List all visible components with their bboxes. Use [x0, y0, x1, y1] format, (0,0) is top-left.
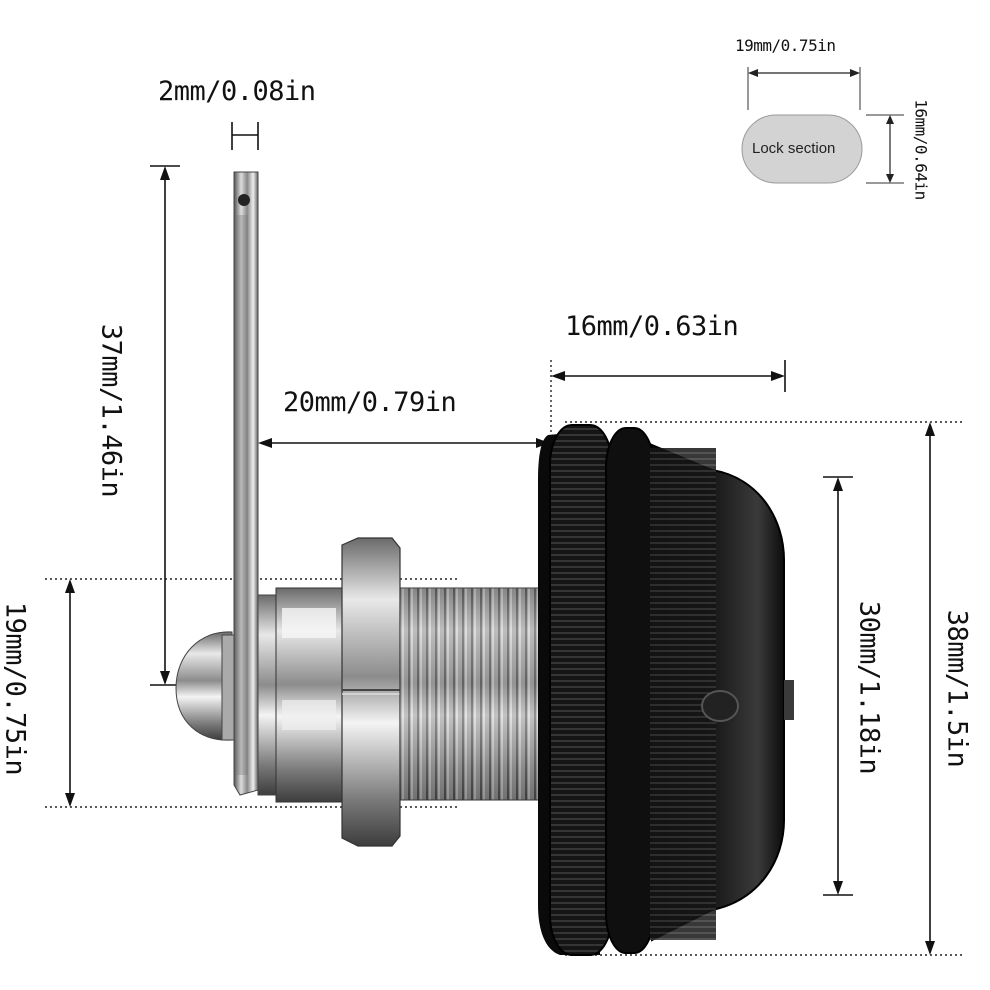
arrowhead — [160, 671, 170, 685]
arrowhead — [258, 438, 272, 448]
key-hole — [701, 690, 739, 722]
arrowhead — [65, 579, 75, 593]
head-knurl-ring-3 — [650, 448, 716, 940]
arrowhead — [160, 166, 170, 180]
cam-plate — [233, 171, 259, 796]
lock-section-height-label: 16mm/0.64in — [911, 99, 931, 200]
dimension-arrows — [65, 122, 935, 955]
plate-length-label: 37mm/1.46in — [95, 323, 127, 498]
head-depth-label: 16mm/0.63in — [565, 311, 739, 342]
head-knurl-ring-2 — [605, 427, 655, 954]
arrowhead — [850, 69, 860, 77]
arrowhead — [833, 881, 843, 895]
threaded-body — [399, 587, 553, 801]
arrowhead — [833, 477, 843, 491]
arrowhead — [886, 174, 894, 183]
head-knurl-ring-1 — [549, 424, 613, 956]
lock-section-width-label: 19mm/0.75in — [735, 36, 836, 55]
arrowhead — [748, 69, 758, 77]
lock-section-label: Lock section — [752, 140, 836, 157]
arrowhead — [551, 371, 565, 381]
plate-thickness-label: 2mm/0.08in — [158, 76, 316, 107]
hex-nut — [341, 537, 401, 847]
head-inner-diameter-label: 30mm/1.18in — [853, 600, 885, 775]
head-side-tab — [784, 680, 794, 720]
plug-cylinder — [275, 587, 343, 803]
arrowhead — [771, 371, 785, 381]
arrowhead — [65, 793, 75, 807]
body-diameter-label: 19mm/0.75in — [0, 601, 31, 776]
plate-hole — [238, 194, 250, 206]
screw-head — [175, 631, 235, 741]
arrowhead — [925, 941, 935, 955]
arrowhead — [886, 115, 894, 124]
lock-section-shape — [741, 114, 863, 184]
lock-section-inset — [741, 67, 904, 184]
washer — [257, 594, 279, 796]
head-outer-diameter-label: 38mm/1.5in — [941, 609, 973, 768]
cam-offset-label: 20mm/0.79in — [283, 387, 457, 418]
lock-head — [538, 424, 794, 956]
arrowhead — [925, 422, 935, 436]
